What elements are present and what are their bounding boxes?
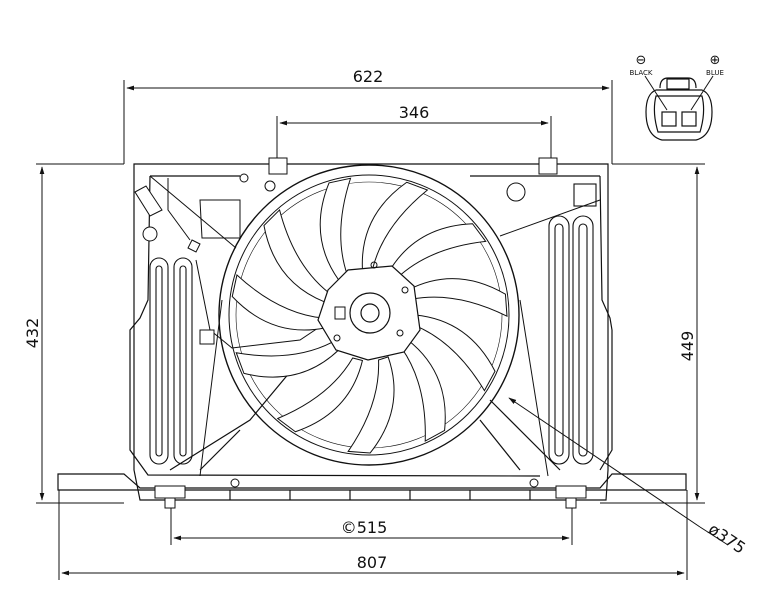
shroud-struts [149, 175, 601, 477]
fan-blade [400, 339, 446, 442]
connector-pinout: ⊖ ⊕ BLACK BLUE [629, 53, 724, 141]
motor-shaft [360, 303, 380, 323]
fan-blade [231, 273, 326, 331]
connector-icon [644, 75, 714, 141]
left-wire-loops [149, 257, 193, 465]
fan-blades [231, 177, 508, 454]
fan-blade [407, 278, 508, 318]
fan-blade [319, 177, 352, 281]
dimension-449-label: 449 [678, 331, 697, 362]
fan-blade [387, 223, 487, 279]
right-wire-loops [548, 183, 597, 465]
dimension-346-label: 346 [399, 103, 430, 122]
black-label: BLACK [629, 69, 652, 77]
dimension-807-label: 807 [357, 553, 388, 572]
mounting-studs [154, 478, 587, 509]
shroud-frame [57, 163, 687, 501]
fan-blade [413, 314, 496, 392]
fan-inner-ring [228, 174, 510, 456]
plus-symbol: ⊕ [710, 53, 721, 68]
fan-blade [361, 181, 429, 270]
dimension-622-label: 622 [353, 67, 384, 86]
dimension-432-label: 432 [23, 318, 42, 349]
fan-blade [276, 357, 364, 433]
dimension-diameter-label: ø375 [705, 519, 749, 557]
fan-blade [235, 341, 340, 378]
fan-outer-ring [218, 164, 520, 466]
dimension-lines [36, 80, 729, 580]
wiring-harness [134, 173, 526, 349]
fan-blade [263, 208, 330, 303]
dimension-515-label: ©515 [341, 518, 388, 537]
motor-connector [334, 306, 346, 320]
top-clips [268, 157, 558, 175]
fan-assembly [218, 164, 520, 466]
blue-label: BLUE [706, 69, 724, 77]
minus-symbol: ⊖ [636, 53, 647, 68]
fan-blade [347, 356, 395, 454]
